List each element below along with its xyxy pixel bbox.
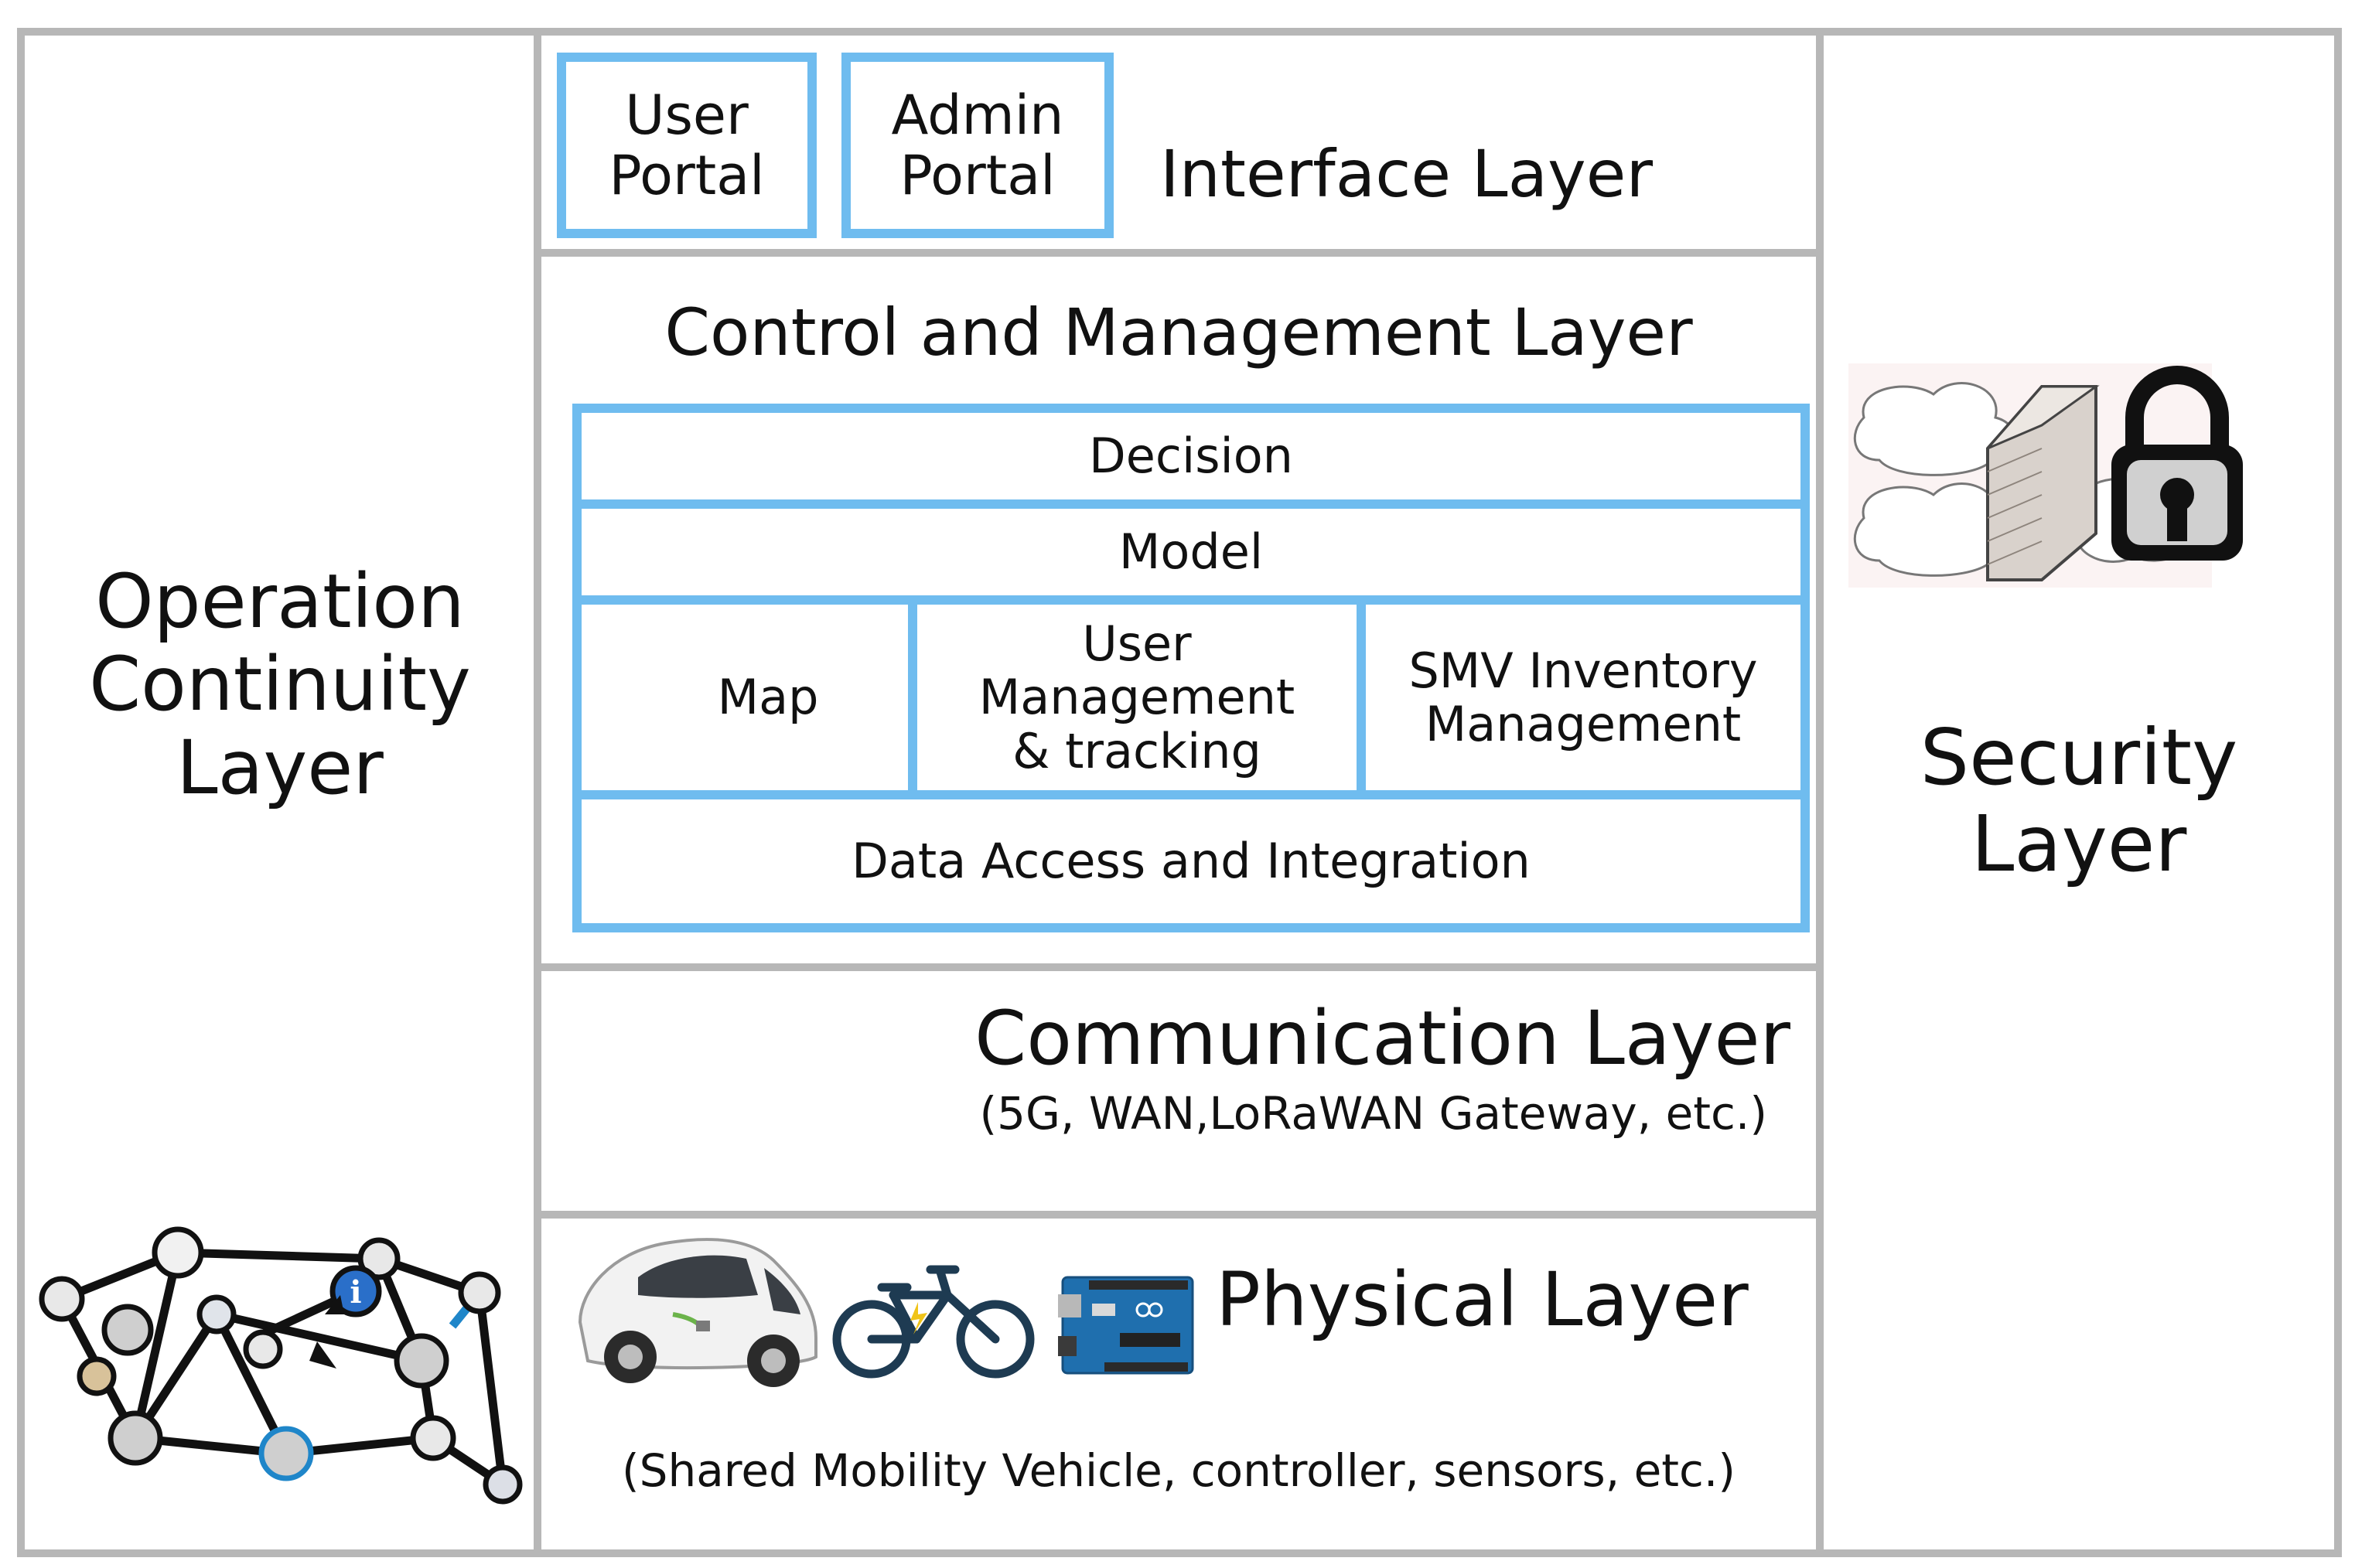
admin-portal-box: Admin Portal — [841, 53, 1114, 238]
communication-layer-sublabel: (5G, WAN,LoRaWAN Gateway, etc.) — [979, 1087, 1767, 1140]
operation-continuity-layer: Operation Continuity Layer — [17, 28, 543, 1557]
interface-layer-label: Interface Layer — [1160, 136, 1653, 212]
arduino-board-icon — [1058, 1276, 1194, 1375]
network-graph-icon: i — [39, 1226, 523, 1505]
map-box: Map — [572, 595, 917, 799]
user-portal-box: User Portal — [557, 53, 817, 238]
communication-layer-label: Communication Layer — [974, 995, 1790, 1082]
physical-layer-label: Physical Layer — [1216, 1256, 1749, 1343]
security-layer-label: Security Layer — [1920, 712, 2238, 889]
security-layer: Security Layer — [1816, 28, 2342, 1557]
user-management-box: User Management & tracking — [908, 595, 1366, 799]
operation-continuity-label: Operation Continuity Layer — [89, 557, 471, 811]
model-box: Model — [572, 499, 1810, 605]
firewall-lock-icon — [1848, 363, 2243, 588]
control-management-label: Control and Management Layer — [664, 294, 1693, 370]
physical-layer-sublabel: (Shared Mobility Vehicle, controller, se… — [622, 1444, 1736, 1497]
electric-car-icon — [578, 1238, 817, 1387]
e-bike-icon — [832, 1265, 1035, 1379]
smv-inventory-box: SMV Inventory Management — [1357, 595, 1810, 799]
svg-text:i: i — [350, 1274, 361, 1311]
data-access-box: Data Access and Integration — [572, 790, 1810, 932]
decision-box: Decision — [572, 404, 1810, 509]
